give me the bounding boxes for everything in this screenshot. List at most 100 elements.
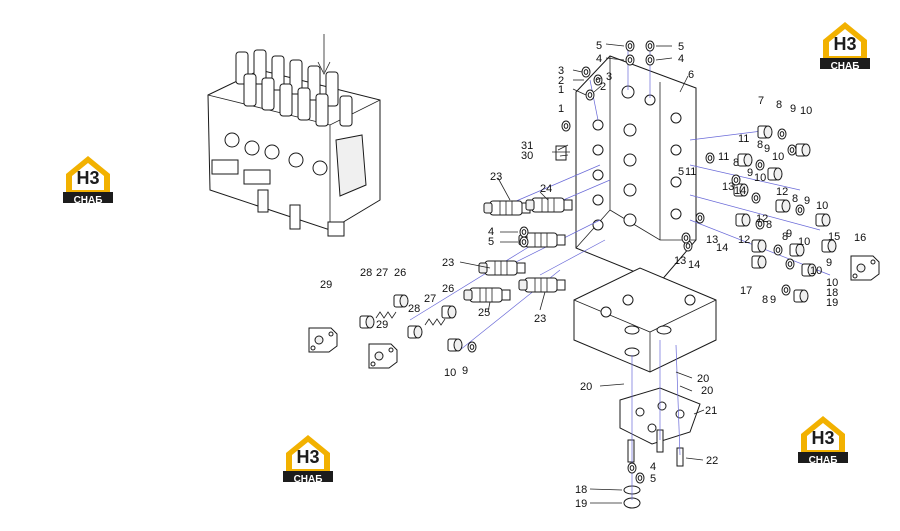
plug-10 xyxy=(767,167,783,181)
label-11: 11 xyxy=(718,151,729,163)
label-26: 26 xyxy=(442,283,454,295)
plug-26 xyxy=(393,294,409,308)
bracket-30-31 xyxy=(552,145,570,161)
brand-logo: H3 СНАБ xyxy=(63,156,113,206)
label-22: 22 xyxy=(706,455,718,467)
label-1: 1 xyxy=(558,103,564,115)
label-leaders xyxy=(459,43,705,504)
plug-10 xyxy=(795,143,811,157)
washer-14 xyxy=(681,232,691,244)
logo-top-text: H3 xyxy=(833,34,856,54)
label-2: 2 xyxy=(558,75,564,87)
part-3 xyxy=(581,66,591,78)
o-ring-4 xyxy=(627,462,637,474)
label-18: 18 xyxy=(826,287,838,299)
valve-body-block xyxy=(575,55,697,283)
label-8: 8 xyxy=(757,139,763,151)
label-14: 14 xyxy=(716,242,728,254)
label-9: 9 xyxy=(790,103,796,115)
label-5: 5 xyxy=(678,166,684,178)
washer xyxy=(785,258,795,270)
label-9: 9 xyxy=(747,167,753,179)
cap-5 xyxy=(625,40,635,52)
label-27: 27 xyxy=(376,267,388,279)
label-10: 10 xyxy=(800,105,812,117)
label-10: 10 xyxy=(772,151,784,163)
label-10: 10 xyxy=(798,236,810,248)
washer-5 xyxy=(705,152,715,164)
label-8: 8 xyxy=(792,193,798,205)
label-28: 28 xyxy=(360,267,372,279)
plug-12 xyxy=(735,213,751,227)
washer xyxy=(795,204,805,216)
label-8: 8 xyxy=(782,231,788,243)
label-10: 10 xyxy=(826,277,838,289)
washer-5 xyxy=(635,472,645,484)
logo-bottom-text: СНАБ xyxy=(809,455,838,466)
cartridge-24 xyxy=(525,197,573,213)
o-ring-4 xyxy=(645,54,655,66)
washer xyxy=(751,192,761,204)
label-5: 5 xyxy=(678,41,684,53)
plug-7 xyxy=(757,125,773,139)
logo-top-text: H3 xyxy=(811,428,834,448)
cartridge-25 xyxy=(463,287,511,303)
part-1 xyxy=(561,120,571,132)
label-15: 15 xyxy=(828,231,840,243)
plug-26 xyxy=(441,305,457,319)
cover-29 xyxy=(308,327,338,353)
brand-logo: H3 СНАБ xyxy=(283,435,333,485)
logo-bottom-text: СНАБ xyxy=(831,61,860,72)
label-10: 10 xyxy=(444,367,456,379)
label-19: 19 xyxy=(575,498,587,510)
label-9: 9 xyxy=(764,143,770,155)
label-10: 10 xyxy=(816,200,828,212)
label-21: 21 xyxy=(705,405,717,417)
label-29: 29 xyxy=(320,279,332,291)
cartridge-23 xyxy=(518,277,566,293)
label-3: 3 xyxy=(606,71,612,83)
label-23: 23 xyxy=(490,171,502,183)
label-1: 1 xyxy=(558,84,564,96)
part-number-labels: 5 4 5 4 3 2 1 3 2 6 1 31 30 23 24 4 5 23… xyxy=(320,40,866,510)
label-14: 14 xyxy=(688,259,700,271)
washer xyxy=(755,159,765,171)
label-28: 28 xyxy=(408,303,420,315)
label-11: 11 xyxy=(685,166,696,178)
label-9: 9 xyxy=(826,257,832,269)
washer xyxy=(773,244,783,256)
label-3: 3 xyxy=(558,65,564,77)
logo-bottom-text: СНАБ xyxy=(294,474,323,485)
label-20: 20 xyxy=(701,385,713,397)
label-10: 10 xyxy=(754,172,766,184)
o-ring-4 xyxy=(519,226,529,238)
plug-10 xyxy=(815,213,831,227)
label-7: 7 xyxy=(758,95,764,107)
label-24: 24 xyxy=(540,183,552,195)
label-23: 23 xyxy=(442,257,454,269)
label-2: 2 xyxy=(600,81,606,93)
plug-11 xyxy=(737,153,753,167)
label-25: 25 xyxy=(478,307,490,319)
brand-logo: H3 СНАБ xyxy=(820,22,870,72)
spring-27 xyxy=(375,311,446,326)
label-8: 8 xyxy=(762,294,768,306)
label-20: 20 xyxy=(580,381,592,393)
logo-bottom-text: СНАБ xyxy=(74,195,103,206)
label-26: 26 xyxy=(394,267,406,279)
label-8: 8 xyxy=(776,99,782,111)
label-16: 16 xyxy=(854,232,866,244)
cartridge-23 xyxy=(478,260,526,276)
label-12: 12 xyxy=(776,186,788,198)
label-29: 29 xyxy=(376,319,388,331)
label-4: 4 xyxy=(488,226,494,238)
brand-logo: H3 СНАБ xyxy=(798,416,848,466)
label-17: 17 xyxy=(740,285,752,297)
label-13: 13 xyxy=(722,181,734,193)
washer-13 xyxy=(695,212,705,224)
label-9: 9 xyxy=(786,228,792,240)
label-14: 14 xyxy=(734,185,746,197)
washer-5 xyxy=(519,236,529,248)
label-9: 9 xyxy=(462,365,468,377)
